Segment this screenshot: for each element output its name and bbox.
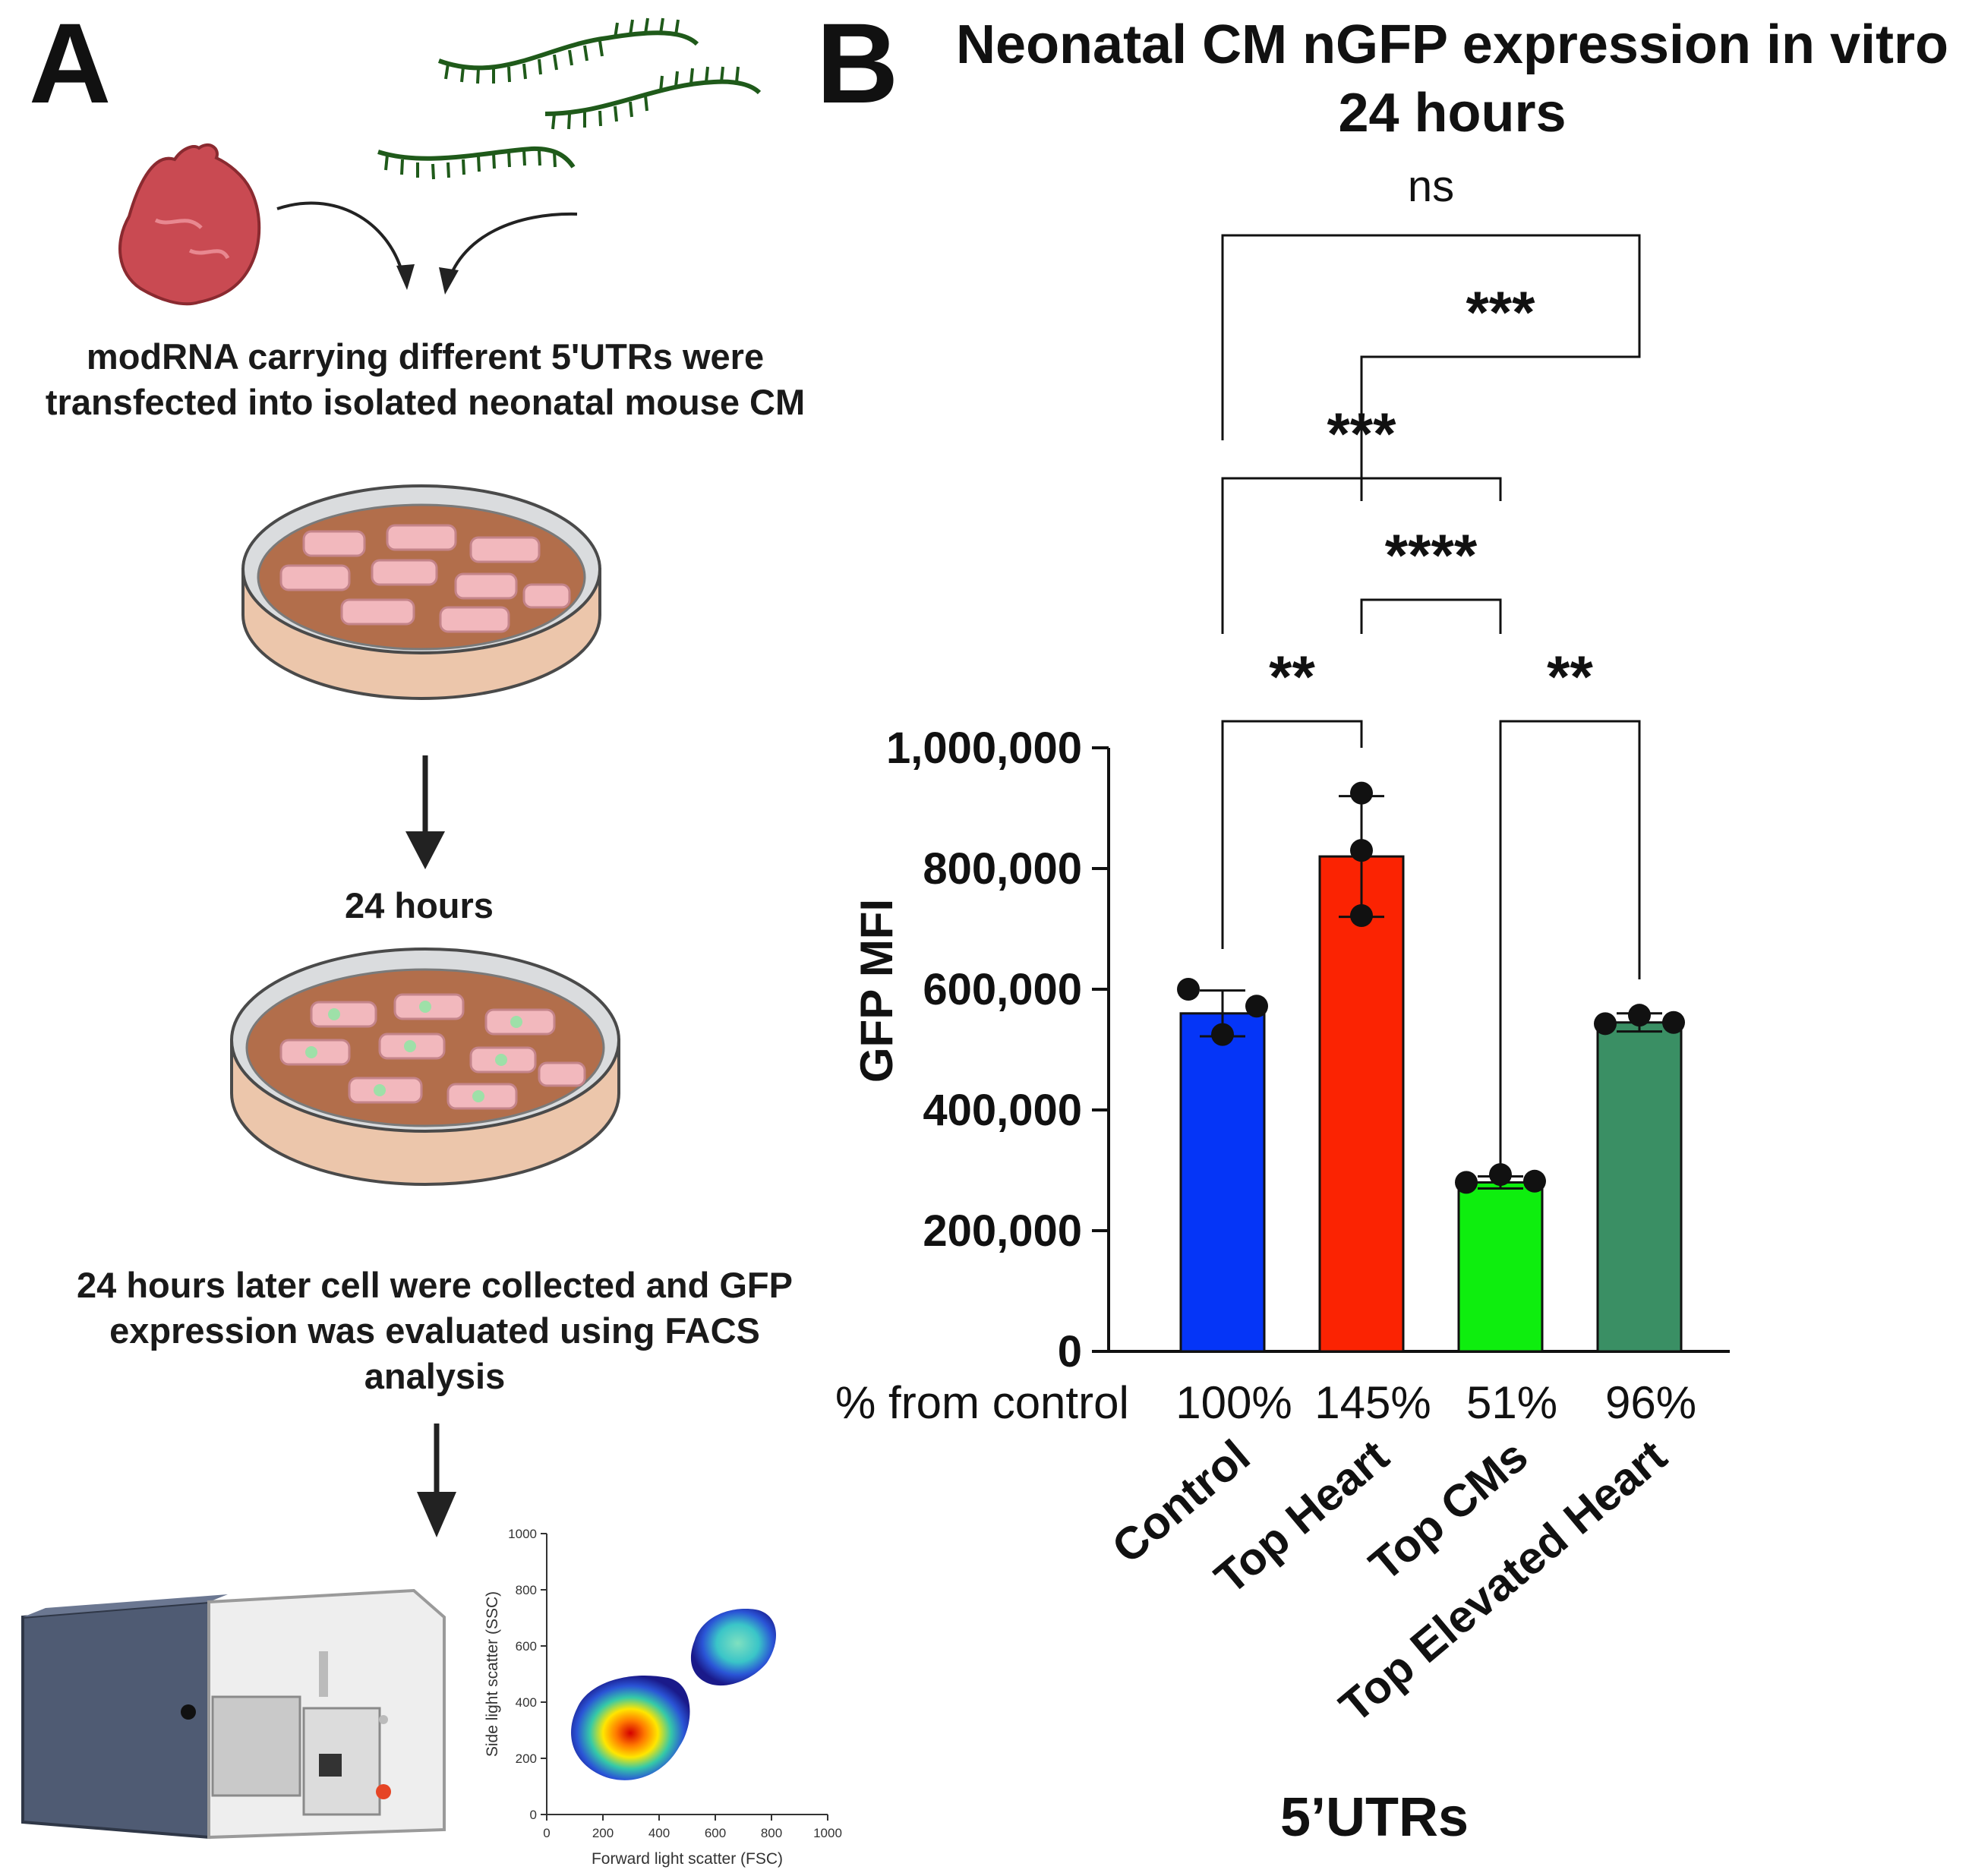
- significance-label: **: [1269, 643, 1315, 710]
- arrowhead-icon: [439, 267, 459, 295]
- percent-from-control-value: 51%: [1466, 1377, 1557, 1428]
- data-point: [1662, 1011, 1685, 1034]
- petri-dish-icon: [230, 947, 620, 1186]
- heart-icon: [118, 143, 261, 306]
- facs-xtick: 0: [543, 1826, 550, 1840]
- petri-dish-icon: [241, 484, 601, 700]
- facs-ytick: 1000: [508, 1527, 537, 1541]
- facs-ytick: 800: [516, 1583, 537, 1597]
- bar: [1179, 1012, 1266, 1353]
- panel-a-letter: A: [29, 0, 112, 127]
- y-tick-label: 200,000: [923, 1206, 1082, 1256]
- data-point: [1594, 1012, 1617, 1036]
- caption-line: modRNA carrying different 5'UTRs were: [86, 336, 765, 377]
- facs-ytick: 600: [516, 1639, 537, 1654]
- chart-title-line: Neonatal CM nGFP expression in vitro: [956, 14, 1948, 75]
- arrowhead-icon: [396, 264, 415, 290]
- facs-population-1: [571, 1675, 690, 1780]
- significance-label: ****: [1385, 522, 1478, 588]
- percent-from-control-label: % from control: [835, 1377, 1129, 1428]
- y-tick-label: 800,000: [923, 844, 1082, 894]
- flow-cytometer-icon: [21, 1588, 446, 1840]
- data-point: [1350, 904, 1373, 928]
- y-axis-label: GFP MFI: [851, 899, 902, 1083]
- percent-from-control-value: 96%: [1605, 1377, 1696, 1428]
- caption-line: analysis: [364, 1356, 506, 1396]
- significance-label: **: [1547, 643, 1593, 710]
- curved-arrow-icon: [276, 201, 578, 283]
- significance-label: ns: [1408, 162, 1454, 211]
- data-point: [1455, 1171, 1478, 1194]
- significance-bracket: [1360, 319, 1641, 501]
- significance-bracket: [1499, 720, 1641, 1177]
- y-tick-label: 600,000: [923, 965, 1082, 1014]
- protocol-caption-2: 24 hours later cell were collected and G…: [0, 1263, 869, 1399]
- data-point: [1350, 781, 1373, 805]
- facs-xlabel: Forward light scatter (FSC): [592, 1850, 783, 1868]
- y-tick-label: 1,000,000: [886, 724, 1082, 773]
- panel-a-illustration: [21, 17, 762, 1840]
- chart-title-line: 24 hours: [1338, 83, 1567, 143]
- percent-from-control-value: 100%: [1175, 1377, 1292, 1428]
- significance-bracket: [1360, 598, 1502, 634]
- caption-line: 24 hours later cell were collected and G…: [77, 1265, 793, 1305]
- data-point: [1350, 839, 1373, 862]
- facs-population-2: [690, 1609, 776, 1686]
- facs-ylabel: Side light scatter (SSC): [484, 1591, 501, 1757]
- data-point: [1523, 1169, 1546, 1193]
- arrowhead-icon: [405, 831, 445, 869]
- facs-xtick: 1000: [813, 1826, 842, 1840]
- caption-line: expression was evaluated using FACS: [109, 1310, 760, 1351]
- significance-bracket: [1221, 720, 1363, 949]
- significance-label: ***: [1466, 279, 1535, 345]
- data-point: [1245, 995, 1268, 1018]
- time-label: 24 hours: [345, 885, 494, 925]
- data-point: [1211, 1023, 1234, 1046]
- protocol-caption-1: modRNA carrying different 5'UTRs were tr…: [0, 334, 850, 425]
- chart-title: Neonatal CM nGFP expression in vitro 24 …: [934, 11, 1970, 147]
- caption-line: transfected into isolated neonatal mouse…: [45, 382, 806, 422]
- facs-xtick: 800: [761, 1826, 782, 1840]
- significance-bracket: [1221, 234, 1641, 440]
- y-tick-label: 0: [1058, 1327, 1082, 1376]
- facs-xtick: 400: [648, 1826, 670, 1840]
- facs-ytick: 400: [516, 1695, 537, 1710]
- x-axis-label: 5’UTRs: [1280, 1787, 1469, 1848]
- arrowhead-icon: [417, 1492, 456, 1537]
- panel-b-letter: B: [816, 0, 899, 127]
- data-point: [1628, 1004, 1651, 1027]
- bar: [1318, 855, 1405, 1353]
- bar: [1457, 1181, 1544, 1353]
- facs-ytick: 200: [516, 1751, 537, 1766]
- facs-scatter-plot: 0 200 400 600 800 1000 0 200 400 600 800…: [484, 1527, 842, 1868]
- facs-ytick: 0: [530, 1808, 537, 1822]
- data-point: [1177, 978, 1200, 1001]
- facs-xtick: 600: [705, 1826, 726, 1840]
- percent-from-control-value: 145%: [1314, 1377, 1431, 1428]
- y-tick-label: 400,000: [923, 1086, 1082, 1135]
- modrna-strand-icon: [377, 17, 762, 180]
- bar: [1596, 1021, 1683, 1353]
- facs-xtick: 200: [592, 1826, 614, 1840]
